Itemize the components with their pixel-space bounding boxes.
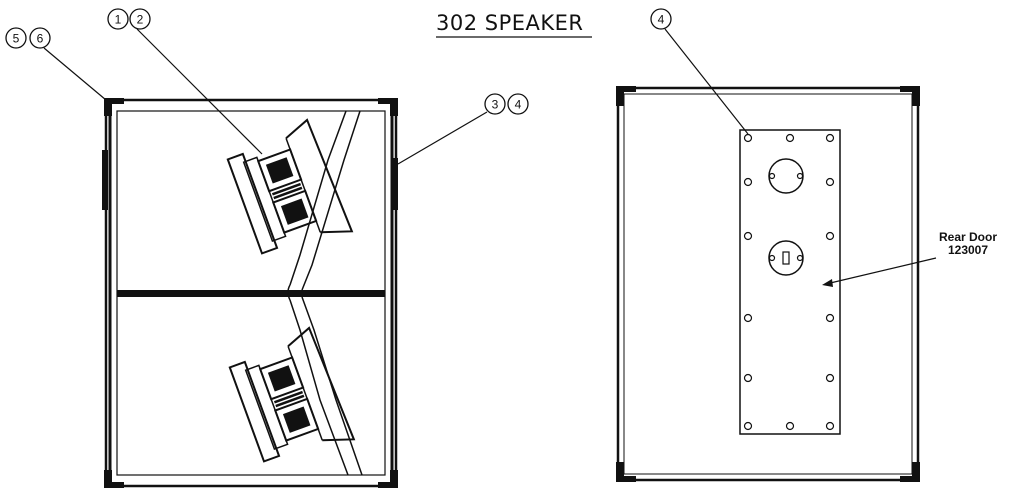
arrowhead bbox=[822, 279, 833, 287]
front-speaker-view bbox=[102, 98, 398, 488]
callout-5: 5 bbox=[5, 27, 27, 49]
leader-line-3-4 bbox=[397, 111, 488, 165]
callout-6: 6 bbox=[29, 27, 51, 49]
rear-speaker-view bbox=[616, 86, 920, 482]
door-screws bbox=[743, 133, 835, 431]
leader-line-rear-door bbox=[825, 257, 937, 285]
rear-door-plate bbox=[739, 129, 841, 435]
leader-line-1-2 bbox=[136, 28, 263, 155]
svg-text:3: 3 bbox=[492, 98, 499, 112]
corner-protector bbox=[616, 86, 920, 482]
input-jack-upper bbox=[768, 158, 804, 194]
rear-callout-4: 4 bbox=[650, 8, 672, 30]
rear-door-label: Rear Door bbox=[939, 230, 997, 244]
svg-text:4: 4 bbox=[658, 13, 665, 27]
lower-woofer bbox=[228, 326, 356, 463]
svg-text:2: 2 bbox=[137, 13, 144, 27]
svg-text:6: 6 bbox=[37, 32, 44, 46]
svg-text:5: 5 bbox=[13, 32, 20, 46]
upper-woofer bbox=[226, 118, 354, 255]
right-handle bbox=[392, 158, 398, 210]
callout-4: 4 bbox=[507, 93, 529, 115]
middle-divider bbox=[117, 290, 385, 297]
leader-line-5-6 bbox=[43, 47, 107, 101]
input-jack-lower bbox=[768, 240, 804, 276]
callout-1: 1 bbox=[107, 8, 129, 30]
diagram-title: 302 SPEAKER bbox=[436, 11, 584, 35]
upper-baffle bbox=[289, 110, 347, 286]
callout-2: 2 bbox=[129, 8, 151, 30]
corner-protector bbox=[104, 98, 398, 488]
svg-text:4: 4 bbox=[515, 98, 522, 112]
lower-baffle bbox=[289, 299, 349, 476]
rear-cabinet-outline bbox=[616, 86, 920, 482]
left-handle bbox=[102, 150, 108, 210]
front-cabinet-outline bbox=[104, 98, 398, 488]
svg-text:1: 1 bbox=[115, 13, 122, 27]
leader-line-rear-4 bbox=[664, 28, 749, 135]
rear-door-part-number: 123007 bbox=[948, 243, 988, 257]
callout-3: 3 bbox=[484, 93, 506, 115]
